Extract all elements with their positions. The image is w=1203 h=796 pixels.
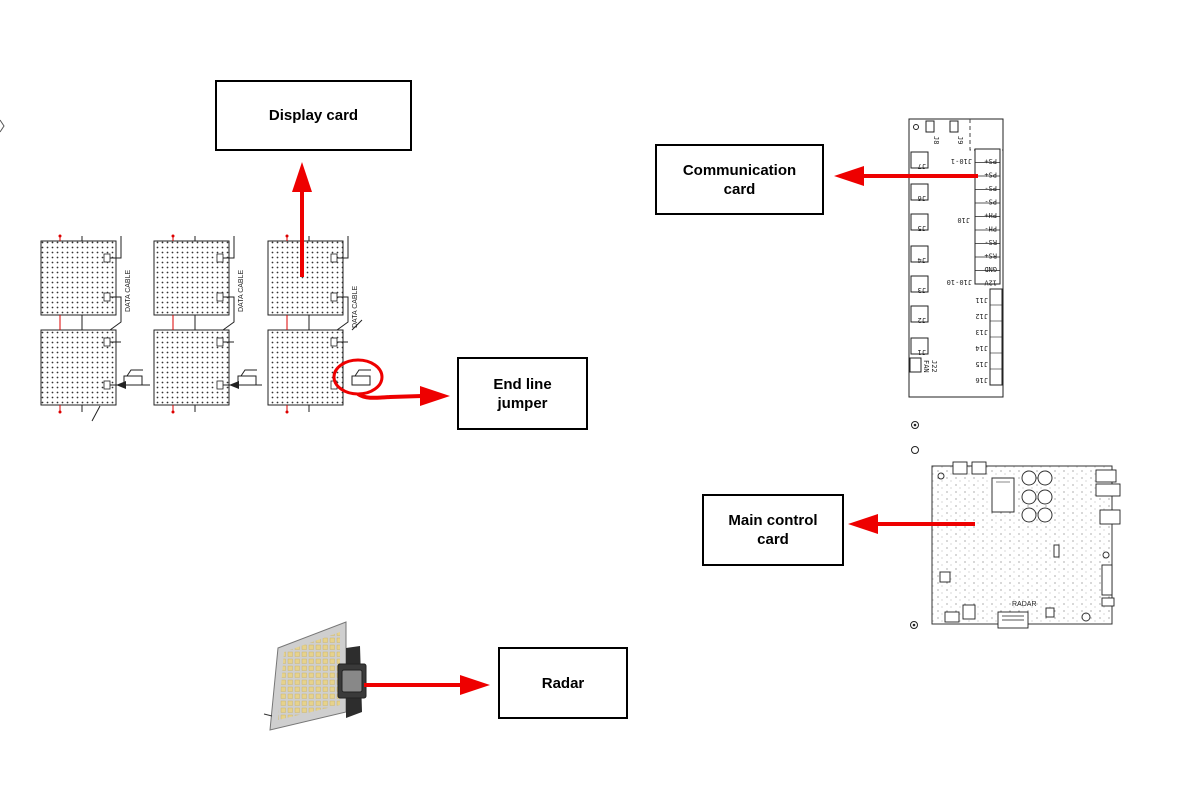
communication-card-text-2: card — [723, 180, 756, 198]
communication-card-label: Communication card — [655, 144, 824, 215]
display-card-label: Display card — [215, 80, 412, 151]
conn-j16: J16 — [975, 376, 988, 384]
pin-gnd: GND — [984, 265, 997, 273]
conn-j5: J5 — [918, 224, 926, 232]
edge-mark — [0, 119, 5, 133]
conn-j1: J1 — [918, 348, 926, 356]
pin-ps-minus-1: PS- — [984, 184, 997, 192]
term-j10-1: J10-1 — [951, 157, 972, 165]
arrows — [292, 162, 978, 695]
conn-j11: J11 — [975, 296, 988, 304]
pin-ph-plus: PH+ — [984, 211, 997, 219]
fan-id: J22 — [930, 360, 938, 373]
pin-12v: 12V — [984, 279, 997, 287]
conn-j4: J4 — [918, 256, 926, 264]
radar-label: Radar — [498, 647, 628, 719]
led-panel-r2c1 — [40, 329, 117, 406]
pin-ps-plus-2: PS+ — [984, 171, 997, 179]
led-panel-r1c1 — [40, 240, 117, 316]
data-cable-label-2: DATA CABLE — [238, 270, 245, 312]
conn-j12: J12 — [975, 312, 988, 320]
end-line-jumper-text-2: jumper — [497, 394, 548, 412]
pin-ps-minus-2: PS- — [984, 198, 997, 206]
data-cable-label-3: DATA CABLE — [352, 286, 359, 328]
fan-label: FAN — [922, 360, 930, 373]
conn-j3: J3 — [918, 286, 926, 294]
radar-device-drawing — [263, 621, 367, 731]
conn-j9: J9 — [956, 136, 964, 144]
pin-ph-minus: PH- — [984, 225, 997, 233]
radar-text: Radar — [541, 674, 585, 692]
led-panel-r1c2 — [153, 240, 230, 316]
data-cable-label-1: DATA CABLE — [125, 270, 132, 312]
main-control-card-text-2: card — [757, 531, 789, 548]
pin-rs-minus: RS- — [984, 238, 997, 246]
pin-rs-plus: RS+ — [984, 252, 997, 260]
main-control-card-text-1: Main control — [728, 512, 818, 529]
communication-card-text-1: Communication — [682, 161, 797, 179]
main-control-board-drawing — [910, 461, 1121, 629]
arrow-end-line-jumper — [356, 392, 423, 400]
end-line-jumper-label: End line jumper — [457, 357, 588, 430]
led-panel-r2c3 — [267, 329, 344, 406]
conn-j14: J14 — [975, 344, 988, 352]
term-j10-10: J10-10 — [947, 278, 972, 286]
led-panel-r2c2 — [153, 329, 230, 406]
conn-j15: J15 — [975, 360, 988, 368]
communication-board-drawing — [908, 118, 1004, 454]
conn-j2: J2 — [918, 316, 926, 324]
term-j10: J10 — [957, 216, 970, 224]
main-board-radar-label: RADAR — [1012, 601, 1037, 608]
comm-board-labels: J8 J9 J7 J6 J5 J4 J3 J2 J1 PS+ PS+ PS- P… — [918, 136, 997, 384]
conn-j7: J7 — [918, 162, 926, 170]
conn-j8: J8 — [932, 136, 940, 144]
led-panel-grid — [40, 234, 371, 422]
display-card-text: Display card — [268, 107, 359, 124]
conn-j6: J6 — [918, 194, 926, 202]
main-control-card-label: Main control card — [702, 494, 844, 566]
conn-j13: J13 — [975, 328, 988, 336]
led-panel-r1c3 — [267, 240, 344, 316]
pin-ps-plus-1: PS+ — [984, 157, 997, 165]
end-line-jumper-text-1: End line — [493, 375, 552, 393]
